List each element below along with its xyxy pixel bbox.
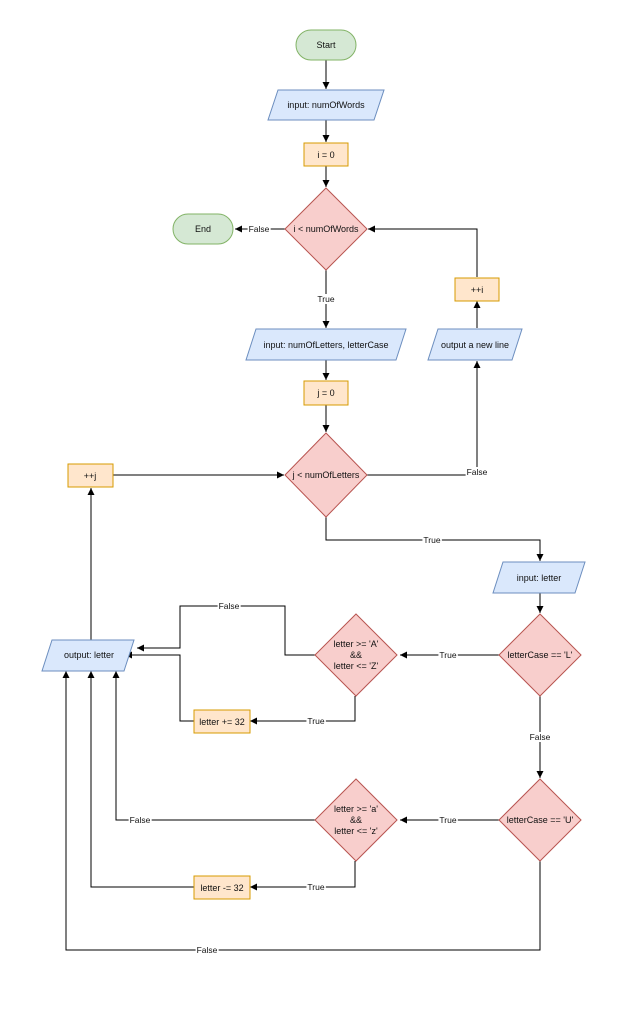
- cond-i-label: i < numOfWords: [293, 224, 359, 234]
- cond-lower-line-2: &&: [350, 815, 362, 825]
- start-label: Start: [316, 40, 336, 50]
- output-letter-node: output: letter: [41, 639, 135, 672]
- cond-lower-line-1: letter >= 'a': [334, 804, 378, 814]
- edge-label-background: [528, 732, 552, 742]
- cond-lower-line-3: letter <= 'z': [334, 826, 378, 836]
- input-num-words-node: input: numOfWords: [267, 89, 385, 121]
- edge-label-cond-i-true: True: [317, 294, 334, 304]
- edge-inc-i-to-cond-i: [368, 225, 478, 277]
- cond-upper-line-2: &&: [350, 650, 362, 660]
- init-i-node: i = 0: [303, 142, 349, 167]
- add-32-node: letter += 32: [193, 709, 251, 734]
- cond-case-l-label: letterCase == 'L': [508, 650, 573, 660]
- edge-label-case-l-false: False: [530, 732, 551, 742]
- edge-lower-false: [112, 671, 315, 821]
- edge-label-background: [438, 650, 458, 660]
- edge-label-background: [422, 535, 442, 545]
- cond-upper-line-1: letter >= 'A': [334, 639, 379, 649]
- edge-label-background: [306, 882, 326, 892]
- cond-upper-decision: letter >= 'A' && letter <= 'Z': [314, 613, 398, 697]
- sub-32-label: letter -= 32: [200, 883, 243, 893]
- output-newline-label: output a new line: [441, 340, 509, 350]
- init-j-label: j = 0: [316, 388, 334, 398]
- nodes: Start input: numOfWords i = 0 i < numOfW…: [41, 29, 586, 900]
- input-letters-case-label: input: numOfLetters, letterCase: [263, 340, 388, 350]
- edge-label-case-u-false: False: [197, 945, 218, 955]
- edge-label-upper-false: False: [219, 601, 240, 611]
- edge-lower-true: [250, 861, 356, 891]
- edge-label-upper-true: True: [307, 716, 324, 726]
- edge-label-lower-false: False: [130, 815, 151, 825]
- inc-i-node: ++i: [454, 277, 500, 302]
- cond-j-decision: j < numOfLetters: [284, 432, 368, 518]
- edge-label-case-l-true: True: [439, 650, 456, 660]
- edge-label-background: [438, 815, 458, 825]
- edge-label-background: [306, 716, 326, 726]
- input-letter-label: input: letter: [517, 573, 562, 583]
- inc-j-node: ++j: [67, 463, 114, 488]
- input-num-words-label: input: numOfWords: [287, 100, 365, 110]
- cond-case-u-label: letterCase == 'U': [507, 815, 574, 825]
- edge-upper-false: [137, 605, 315, 656]
- edge-label-background: [465, 467, 489, 477]
- inc-j-label: ++j: [84, 471, 97, 481]
- edge-label-case-u-true: True: [439, 815, 456, 825]
- input-letter-node: input: letter: [492, 561, 586, 594]
- input-letters-case-node: input: numOfLetters, letterCase: [245, 328, 407, 361]
- init-i-label: i = 0: [317, 150, 334, 160]
- add-32-label: letter += 32: [199, 717, 245, 727]
- edge-add32-to-output: [125, 651, 194, 722]
- edge-label-cond-j-true: True: [423, 535, 440, 545]
- edge-label-cond-j-false: False: [467, 467, 488, 477]
- edge-label-background: [128, 815, 152, 825]
- edge-label-background: [247, 224, 271, 234]
- edge-cond-j-false: [366, 361, 481, 476]
- output-letter-label: output: letter: [64, 650, 114, 660]
- edge-label-background: [316, 294, 336, 304]
- cond-case-l-decision: letterCase == 'L': [498, 613, 582, 697]
- init-j-node: j = 0: [303, 380, 349, 406]
- end-label: End: [195, 224, 211, 234]
- cond-case-u-decision: letterCase == 'U': [498, 778, 582, 862]
- cond-upper-line-3: letter <= 'Z': [334, 661, 379, 671]
- edge-sub32-to-output: [87, 671, 194, 888]
- cond-lower-decision: letter >= 'a' && letter <= 'z': [314, 778, 398, 862]
- cond-j-label: j < numOfLetters: [292, 470, 360, 480]
- end-terminal: End: [172, 213, 234, 245]
- edge-case-u-false: [62, 671, 541, 951]
- output-newline-node: output a new line: [427, 328, 523, 361]
- sub-32-node: letter -= 32: [193, 875, 251, 900]
- start-terminal: Start: [295, 29, 357, 61]
- inc-i-label: ++i: [471, 285, 484, 295]
- edge-upper-true: [250, 696, 356, 725]
- cond-i-decision: i < numOfWords: [284, 187, 368, 271]
- edge-label-lower-true: True: [307, 882, 324, 892]
- edge-label-cond-i-false: False: [249, 224, 270, 234]
- edge-label-background: [195, 945, 219, 955]
- edge-label-background: [217, 601, 241, 611]
- edge-labels: False True False True True False True Fa…: [128, 224, 552, 955]
